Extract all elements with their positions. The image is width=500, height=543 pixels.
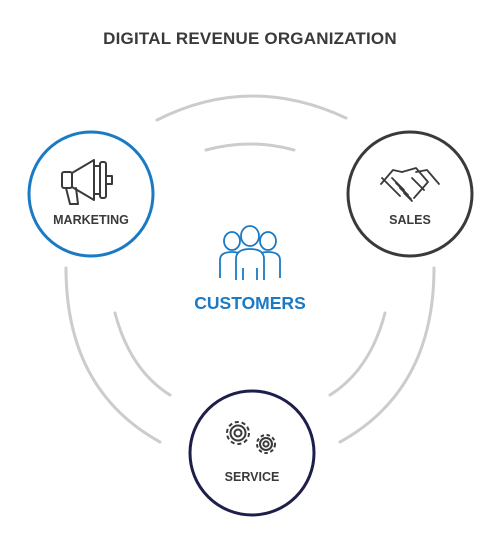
connector-arcs xyxy=(64,94,436,444)
inner-arc-top xyxy=(204,142,296,152)
service-circle xyxy=(188,389,316,517)
handshake-icon xyxy=(380,167,440,202)
diagram-title: DIGITAL REVENUE ORGANIZATION xyxy=(103,29,397,48)
customers-label: CUSTOMERS xyxy=(194,293,306,313)
outer-arc-right xyxy=(338,266,436,444)
people-group-icon xyxy=(219,225,281,280)
gears-icon xyxy=(226,421,276,454)
sales-label: SALES xyxy=(389,213,431,227)
marketing-label: MARKETING xyxy=(53,213,129,227)
service-label: SERVICE xyxy=(224,470,280,484)
inner-arc-right xyxy=(328,311,387,397)
inner-arc-left xyxy=(113,311,172,397)
outer-arc-left xyxy=(64,266,162,444)
marketing-circle xyxy=(27,130,155,258)
outer-arc-top xyxy=(155,94,348,122)
megaphone-icon xyxy=(61,159,113,205)
sales-circle xyxy=(346,130,474,258)
